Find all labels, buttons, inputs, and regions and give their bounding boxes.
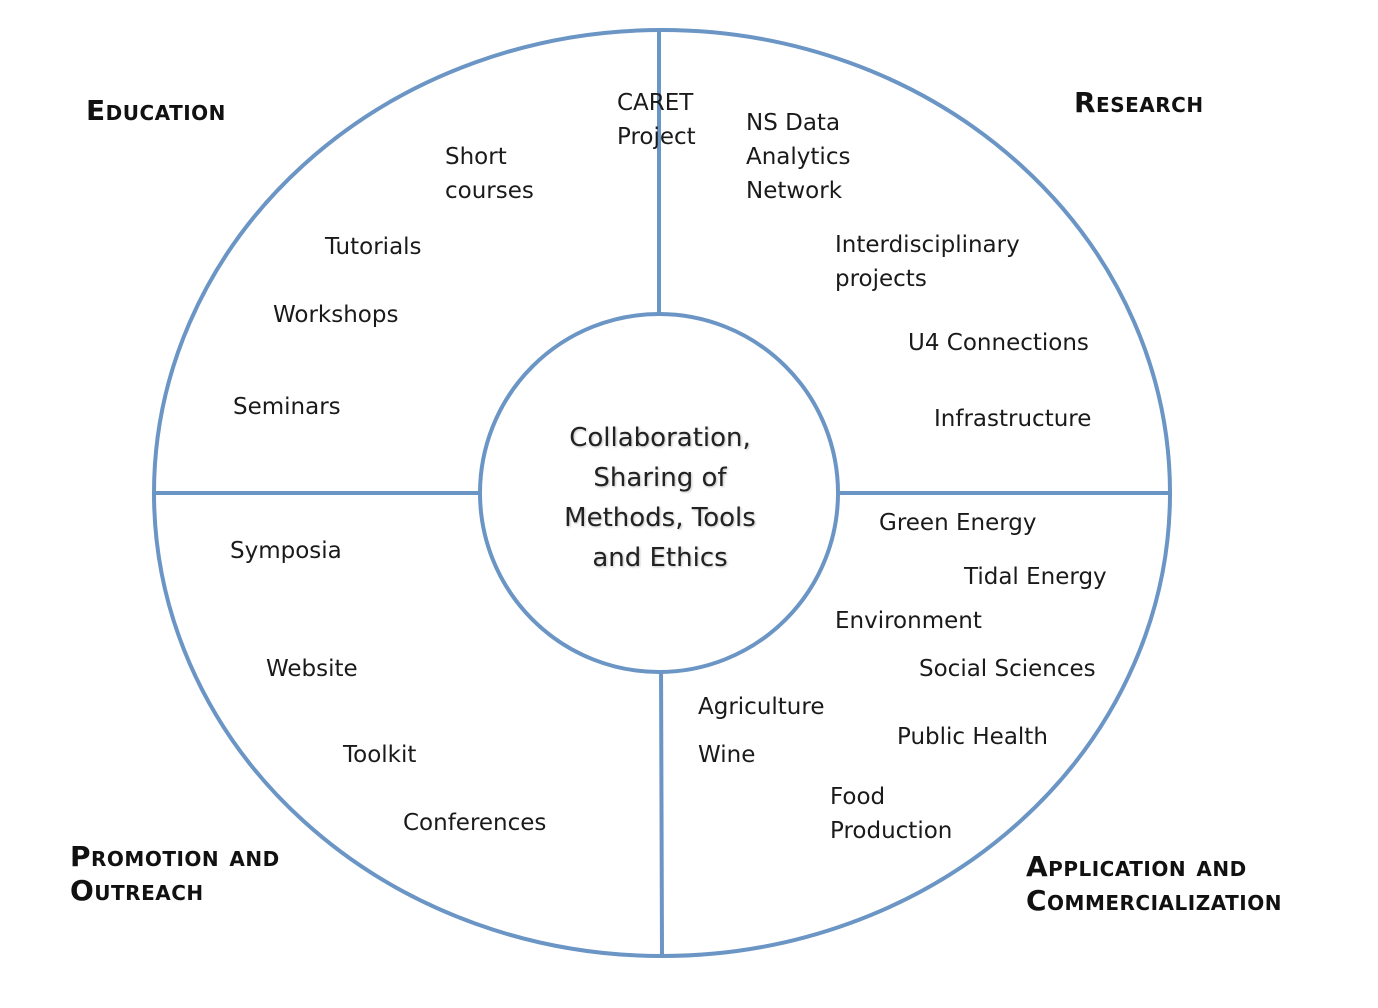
application-item-environment: Environment	[835, 608, 982, 634]
research-item-ns-data-analytics: NS Data Analytics Network	[746, 110, 851, 204]
education-item-tutorials: Tutorials	[325, 234, 422, 260]
research-item-interdisciplinary: Interdisciplinary projects	[835, 232, 1020, 292]
promotion-item-symposia: Symposia	[230, 538, 342, 564]
research-item-u4-connections: U4 Connections	[908, 330, 1089, 356]
application-item-food-production: Food Production	[830, 784, 953, 844]
application-item-public-health: Public Health	[897, 724, 1048, 750]
divider-bottom	[659, 658, 664, 957]
promotion-item-website: Website	[266, 656, 358, 682]
education-item-short-courses: Short courses	[445, 144, 534, 204]
application-item-wine: Wine	[698, 742, 756, 768]
application-item-green-energy: Green Energy	[879, 510, 1037, 536]
center-circle	[478, 312, 840, 674]
promotion-item-conferences: Conferences	[403, 810, 547, 836]
education-item-seminars: Seminars	[233, 394, 341, 420]
promotion-title: Promotion and Outreach	[70, 840, 280, 907]
research-item-infrastructure: Infrastructure	[934, 406, 1092, 432]
education-item-workshops: Workshops	[273, 302, 399, 328]
education-title: Education	[86, 94, 226, 127]
research-item-caret-project: CARET Project	[617, 90, 696, 150]
application-title: Application and Commercialization	[1026, 850, 1282, 917]
research-title: Research	[1074, 86, 1204, 119]
application-item-agriculture: Agriculture	[698, 694, 825, 720]
center-label: Collaboration, Sharing of Methods, Tools…	[564, 423, 756, 573]
application-item-social-sciences: Social Sciences	[919, 656, 1096, 682]
application-item-tidal-energy: Tidal Energy	[964, 564, 1107, 590]
promotion-item-toolkit: Toolkit	[343, 742, 417, 768]
